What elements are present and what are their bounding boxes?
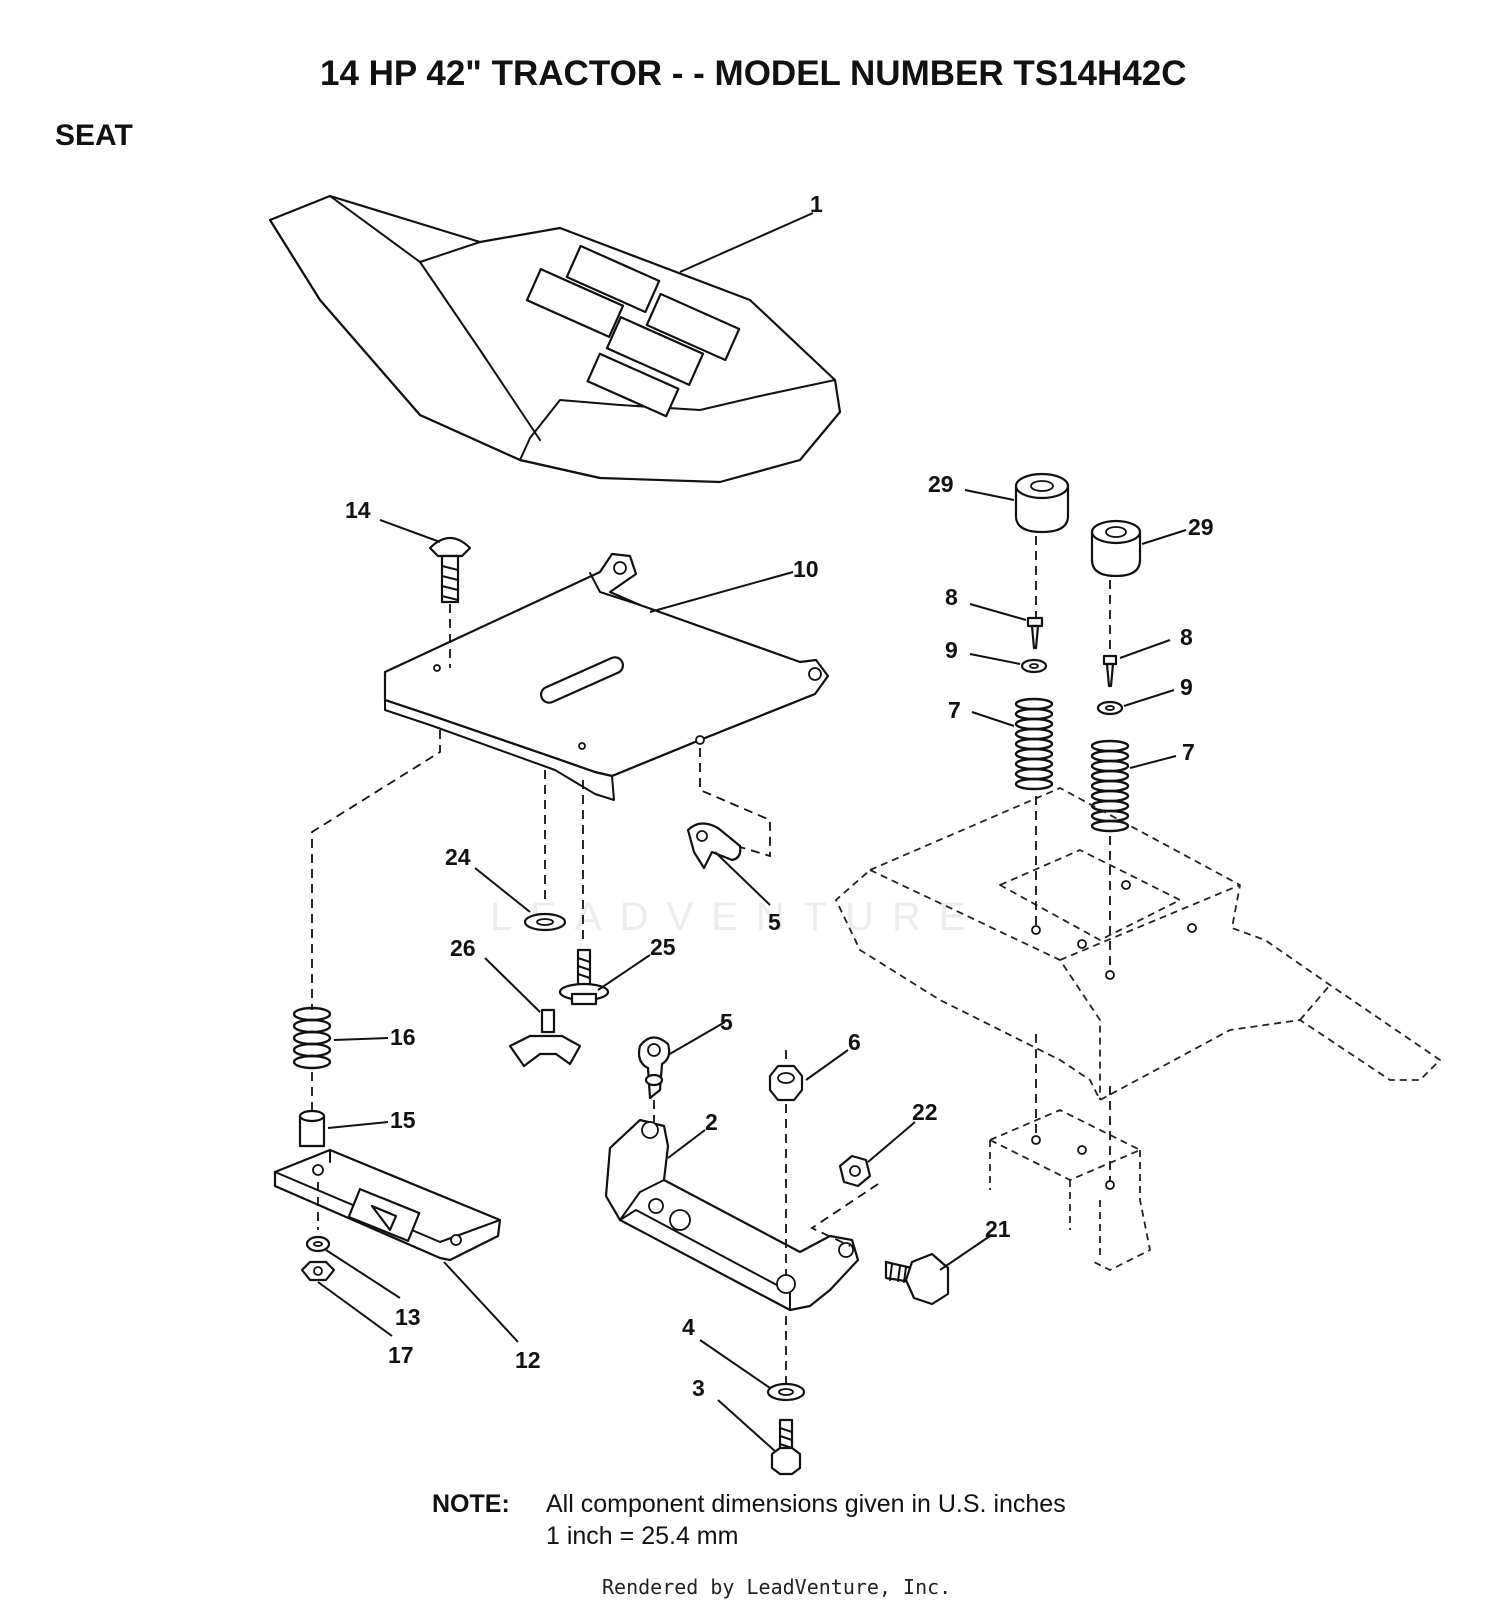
callout-26: 26	[450, 935, 476, 961]
watermark-text: LEADVENTURE	[490, 895, 984, 939]
callout-24: 24	[445, 844, 471, 870]
part-15-spacer[interactable]	[298, 1109, 326, 1148]
callout-10: 10	[793, 556, 819, 582]
callout-8b: 8	[1180, 624, 1193, 650]
part-2-seat-bracket[interactable]	[604, 1118, 860, 1312]
part-24-washer[interactable]	[523, 912, 567, 932]
callout-29b: 29	[1188, 514, 1214, 540]
callout-13: 13	[395, 1304, 421, 1330]
part-1-seat[interactable]	[268, 194, 842, 484]
part-17-flange-nut[interactable]	[300, 1260, 336, 1282]
part-5-lower-clip[interactable]	[637, 1036, 671, 1100]
callout-22: 22	[912, 1099, 938, 1125]
part-9-washer-left[interactable]	[1020, 658, 1048, 674]
callout-15: 15	[390, 1107, 416, 1133]
callout-6: 6	[848, 1029, 861, 1055]
callout-25: 25	[650, 934, 676, 960]
callout-7b: 7	[1182, 739, 1195, 765]
part-16-spring[interactable]	[292, 1006, 332, 1070]
part-3-hex-bolt[interactable]	[770, 1418, 802, 1476]
callout-7a: 7	[948, 697, 961, 723]
part-12-slide-plate[interactable]	[273, 1148, 502, 1262]
callout-9b: 9	[1180, 674, 1193, 700]
callout-21: 21	[985, 1216, 1011, 1242]
callout-3: 3	[692, 1375, 705, 1401]
callout-9a: 9	[945, 637, 958, 663]
part-13-washer[interactable]	[305, 1235, 331, 1253]
part-26-knob[interactable]	[508, 1008, 582, 1068]
part-4-washer[interactable]	[766, 1382, 806, 1402]
part-29-bumper-left[interactable]	[1014, 472, 1070, 534]
callout-5b: 5	[720, 1009, 733, 1035]
part-29-bumper-right[interactable]	[1090, 519, 1142, 578]
callout-1: 1	[810, 191, 823, 217]
part-14-carriage-bolt[interactable]	[428, 536, 472, 604]
callout-5a: 5	[768, 909, 781, 935]
diagram-title: 14 HP 42" TRACTOR - - MODEL NUMBER TS14H…	[320, 54, 1187, 93]
part-22-nut[interactable]	[838, 1154, 872, 1188]
note-line-1: All component dimensions given in U.S. i…	[546, 1490, 1066, 1518]
callout-8a: 8	[945, 584, 958, 610]
part-8-screw-right[interactable]	[1102, 654, 1118, 688]
part-5-upper-clip[interactable]	[686, 822, 742, 870]
part-9-washer-right[interactable]	[1096, 700, 1124, 716]
part-8-screw-left[interactable]	[1026, 616, 1044, 650]
note-line-2: 1 inch = 25.4 mm	[546, 1522, 738, 1550]
section-title: SEAT	[55, 119, 133, 152]
callout-12: 12	[515, 1347, 541, 1373]
callout-14: 14	[345, 497, 371, 523]
part-6-lock-nut[interactable]	[768, 1064, 804, 1102]
part-25-shoulder-bolt[interactable]	[558, 948, 610, 1006]
note-label: NOTE:	[432, 1490, 510, 1518]
footer-credit: Rendered by LeadVenture, Inc.	[602, 1575, 951, 1599]
part-7-spring-left[interactable]	[1014, 697, 1054, 791]
part-21-bolt[interactable]	[884, 1252, 950, 1306]
callout-16: 16	[390, 1024, 416, 1050]
part-10-seat-pan[interactable]	[383, 552, 830, 801]
callout-4: 4	[682, 1314, 695, 1340]
callout-29a: 29	[928, 471, 954, 497]
callout-17: 17	[388, 1342, 414, 1368]
phantom-fender-frame	[835, 787, 1441, 1271]
callout-2: 2	[705, 1109, 718, 1135]
part-7-spring-right[interactable]	[1090, 739, 1130, 833]
